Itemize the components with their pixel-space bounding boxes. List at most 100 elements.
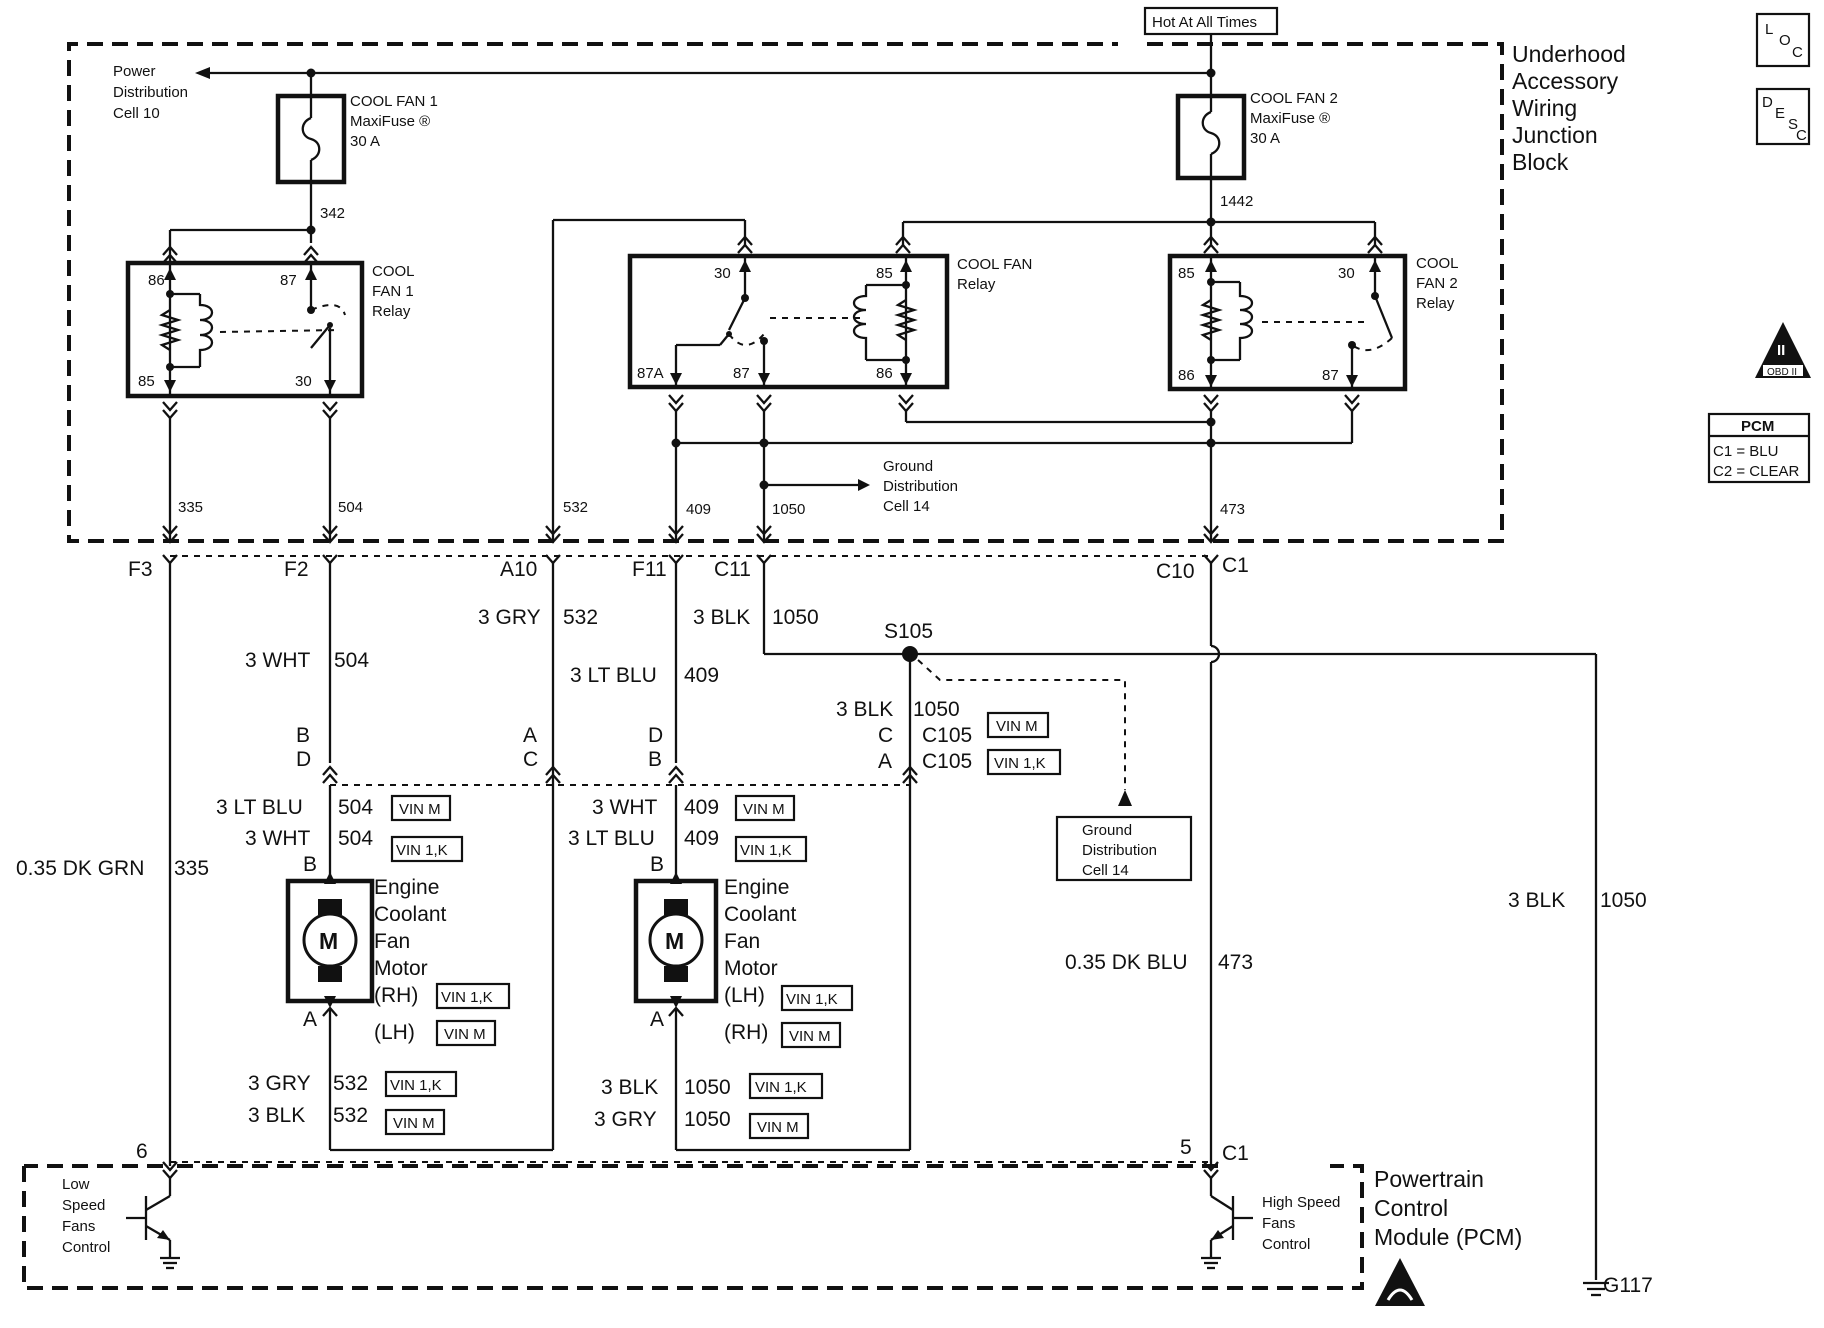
- svg-text:C: C: [1792, 44, 1803, 61]
- svg-text:5: 5: [1180, 1136, 1192, 1159]
- svg-text:Ground: Ground: [883, 458, 933, 475]
- svg-text:3 BLK: 3 BLK: [836, 698, 893, 721]
- svg-text:C1 = BLU: C1 = BLU: [1713, 443, 1778, 460]
- svg-text:MaxiFuse ®: MaxiFuse ®: [350, 113, 430, 130]
- svg-text:C1: C1: [1222, 554, 1249, 577]
- svg-text:3 LT BLU: 3 LT BLU: [216, 796, 303, 819]
- svg-text:VIN M: VIN M: [743, 801, 785, 818]
- svg-text:Relay: Relay: [1416, 295, 1455, 312]
- ground-ref-arrow-icon: [858, 479, 870, 491]
- svg-text:Relay: Relay: [957, 276, 996, 293]
- svg-text:504: 504: [338, 796, 373, 819]
- svg-text:532: 532: [333, 1104, 368, 1127]
- svg-text:85: 85: [1178, 265, 1195, 282]
- svg-text:VIN 1,K: VIN 1,K: [755, 1079, 807, 1096]
- svg-text:Distribution: Distribution: [113, 84, 188, 101]
- svg-text:VIN M: VIN M: [393, 1115, 435, 1132]
- svg-text:3 BLK: 3 BLK: [248, 1104, 305, 1127]
- svg-text:30: 30: [295, 373, 312, 390]
- svg-text:S105: S105: [884, 620, 933, 643]
- svg-text:VIN 1,K: VIN 1,K: [786, 991, 838, 1008]
- svg-text:Control: Control: [62, 1239, 110, 1256]
- ground-ref-dashed-arrow-icon: [1118, 790, 1132, 806]
- svg-text:30 A: 30 A: [350, 133, 380, 150]
- esd-warning-icon[interactable]: [1375, 1258, 1425, 1306]
- svg-text:Low: Low: [62, 1176, 90, 1193]
- svg-text:VIN 1,K: VIN 1,K: [441, 989, 493, 1006]
- pcm-outline: [22, 1164, 1364, 1290]
- vin-badge: [986, 748, 1062, 776]
- svg-text:87: 87: [733, 365, 750, 382]
- description-icon[interactable]: D E S C: [1755, 87, 1811, 146]
- svg-text:B: B: [303, 853, 317, 876]
- svg-text:Fan: Fan: [724, 930, 760, 953]
- svg-text:Ground: Ground: [1082, 822, 1132, 839]
- svg-text:VIN M: VIN M: [789, 1028, 831, 1045]
- svg-text:3 LT BLU: 3 LT BLU: [568, 827, 655, 850]
- svg-text:C: C: [878, 724, 893, 747]
- svg-text:6: 6: [136, 1140, 148, 1163]
- svg-text:1050: 1050: [1600, 889, 1647, 912]
- svg-text:Underhood: Underhood: [1512, 41, 1626, 67]
- location-icon[interactable]: L O C: [1755, 12, 1811, 68]
- svg-text:Control: Control: [1262, 1236, 1310, 1253]
- svg-text:A10: A10: [500, 558, 537, 581]
- svg-text:C: C: [523, 748, 538, 771]
- svg-text:Powertrain: Powertrain: [1374, 1166, 1484, 1192]
- svg-text:532: 532: [333, 1072, 368, 1095]
- svg-text:MaxiFuse ®: MaxiFuse ®: [1250, 110, 1330, 127]
- svg-text:Control: Control: [1374, 1195, 1448, 1221]
- svg-text:COOL: COOL: [1416, 255, 1459, 272]
- svg-text:O: O: [1779, 32, 1791, 49]
- cool-fan-relay: 30 85 87A 87 86 COOL FAN Relay: [627, 253, 1032, 390]
- cool-fan-1-fuse: COOL FAN 1 MaxiFuse ® 30 A: [275, 93, 438, 185]
- svg-text:1050: 1050: [772, 606, 819, 629]
- svg-text:C: C: [1796, 127, 1807, 144]
- svg-text:0.35 DK BLU: 0.35 DK BLU: [1065, 951, 1188, 974]
- svg-text:Cell 14: Cell 14: [883, 498, 930, 515]
- connector-labels: F3 F2 A10 F11 C11 C10 C1: [128, 554, 1249, 583]
- svg-text:(RH): (RH): [724, 1021, 768, 1044]
- svg-text:409: 409: [686, 501, 711, 518]
- svg-text:1442: 1442: [1220, 193, 1253, 210]
- svg-text:30: 30: [714, 265, 731, 282]
- svg-text:A: A: [878, 750, 892, 773]
- svg-text:F11: F11: [632, 558, 667, 581]
- svg-text:G117: G117: [1603, 1274, 1653, 1297]
- svg-text:Cell 10: Cell 10: [113, 105, 160, 122]
- svg-text:PCM: PCM: [1741, 418, 1774, 435]
- svg-text:532: 532: [563, 499, 588, 516]
- obd-ii-icon[interactable]: II OBD II: [1755, 322, 1811, 378]
- svg-text:S: S: [1788, 116, 1798, 133]
- wire-labels: 3 GRY 532 3 BLK 1050 3 WHT 504 3 LT BLU …: [16, 606, 1647, 974]
- svg-text:VIN 1,K: VIN 1,K: [396, 842, 448, 859]
- cool-fan-2-fuse: COOL FAN 2 MaxiFuse ® 30 A: [1175, 90, 1338, 181]
- svg-text:Motor: Motor: [724, 957, 778, 980]
- underhood-junction-block-label: Underhood Accessory Wiring Junction Bloc…: [1512, 41, 1626, 175]
- svg-text:Engine: Engine: [724, 876, 789, 899]
- svg-text:M: M: [665, 928, 684, 954]
- svg-text:C11: C11: [714, 558, 751, 581]
- svg-text:C2 = CLEAR: C2 = CLEAR: [1713, 463, 1799, 480]
- svg-text:B: B: [648, 748, 662, 771]
- svg-text:C10: C10: [1156, 560, 1195, 583]
- svg-text:VIN 1,K: VIN 1,K: [390, 1077, 442, 1094]
- svg-text:(LH): (LH): [724, 984, 765, 1007]
- svg-text:Engine: Engine: [374, 876, 439, 899]
- svg-text:C1: C1: [1222, 1142, 1249, 1165]
- svg-text:532: 532: [563, 606, 598, 629]
- vin-badge: [986, 711, 1050, 739]
- svg-text:VIN M: VIN M: [757, 1119, 799, 1136]
- svg-text:504: 504: [338, 827, 373, 850]
- svg-text:COOL FAN 2: COOL FAN 2: [1250, 90, 1338, 107]
- svg-text:3 WHT: 3 WHT: [592, 796, 658, 819]
- pcm-label: Powertrain Control Module (PCM): [1374, 1166, 1522, 1250]
- svg-text:504: 504: [338, 499, 363, 516]
- svg-text:86: 86: [876, 365, 893, 382]
- svg-text:1050: 1050: [684, 1108, 731, 1131]
- svg-text:3 LT BLU: 3 LT BLU: [570, 664, 657, 687]
- svg-text:Block: Block: [1512, 149, 1569, 175]
- svg-text:Junction: Junction: [1512, 122, 1598, 148]
- svg-text:F2: F2: [284, 558, 309, 581]
- cool-fan-2-relay: 85 30 86 87 COOL FAN 2 Relay: [1167, 253, 1459, 392]
